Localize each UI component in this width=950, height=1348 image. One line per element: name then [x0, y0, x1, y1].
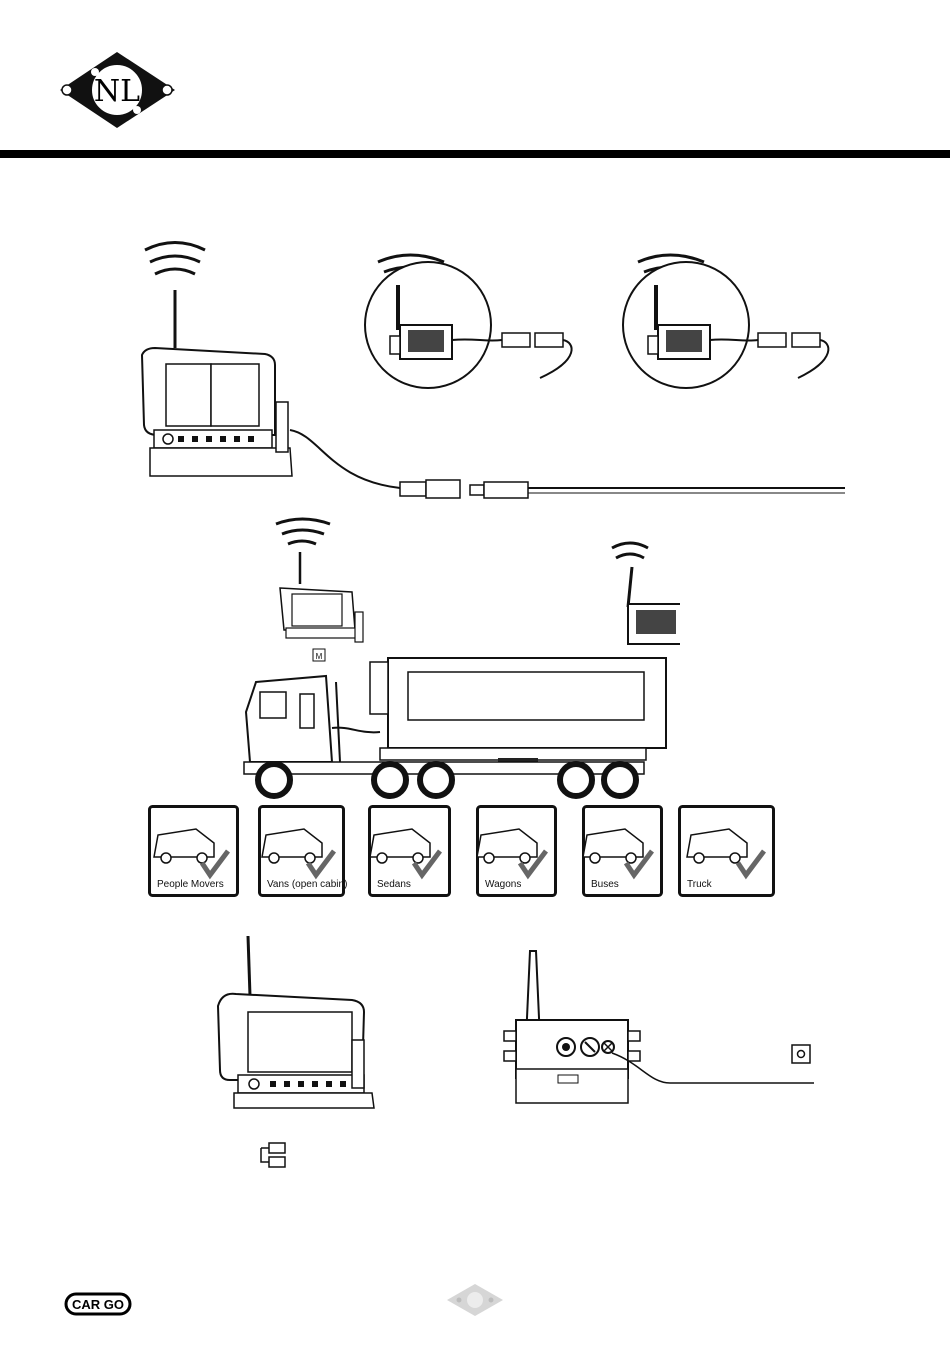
page-badge-icon — [445, 1282, 505, 1318]
vehicle-tile-0: People Movers — [150, 807, 238, 896]
camera-signal-icon — [612, 543, 648, 558]
vehicle-tile-label: Truck — [687, 879, 713, 890]
cab-monitor-icon — [280, 552, 363, 642]
monitor-detail-diagram — [212, 930, 382, 1110]
vehicle-tile-2: Sedans — [370, 807, 450, 896]
camera-1-icon — [365, 255, 572, 388]
trailer-camera-icon — [628, 567, 680, 644]
monitor-icon — [142, 290, 292, 476]
vehicle-tile-1: Vans (open cabin) — [260, 807, 348, 896]
camera-2-icon — [623, 255, 828, 388]
dc-connector-female — [400, 480, 460, 498]
dc-connector-male — [470, 482, 528, 498]
truck-installation-diagram: M — [240, 512, 680, 802]
trailer-icon — [370, 658, 666, 772]
cargo-brand-logo: CAR GO — [64, 1290, 134, 1318]
vehicle-tile-label: Sedans — [377, 879, 411, 890]
vehicle-tile-label: Vans (open cabin) — [267, 879, 347, 890]
monitor-signal-icon — [276, 519, 330, 544]
logo-text: NL — [94, 74, 140, 109]
header-rule — [0, 150, 950, 158]
vehicle-tile-4: Buses — [583, 807, 662, 896]
wireless-signal-icon — [145, 243, 205, 275]
vehicle-tile-label: Buses — [591, 879, 619, 890]
vehicle-tile-5: Truck — [680, 807, 774, 896]
vehicle-tile-label: People Movers — [157, 879, 224, 890]
vehicle-tile-label: Wagons — [485, 879, 521, 890]
company-logo: NL — [55, 50, 180, 130]
system-overview-diagram — [130, 230, 850, 510]
monitor-mark-label: M — [316, 652, 323, 661]
transmitter-detail-diagram — [500, 945, 830, 1110]
cable-connector-icon — [255, 1138, 291, 1172]
vehicle-categories: People Movers Vans (open cabin) Sedans Wago… — [148, 805, 778, 900]
cargo-brand-text: CAR GO — [72, 1297, 124, 1312]
vehicle-tile-3: Wagons — [477, 807, 556, 896]
